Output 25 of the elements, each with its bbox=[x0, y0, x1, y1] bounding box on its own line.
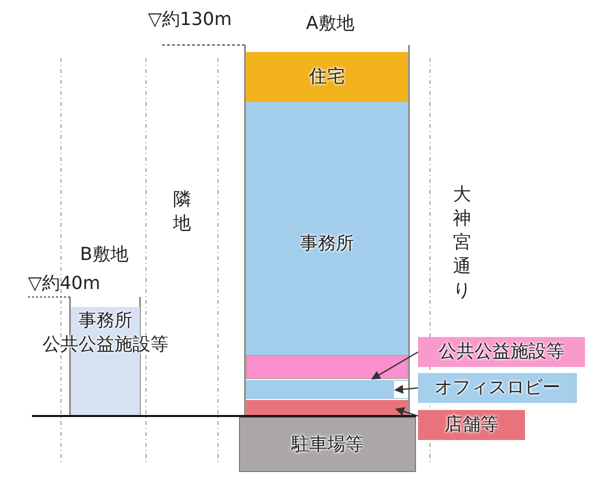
label-text: 公共公益施設等 bbox=[438, 341, 564, 363]
street-label: 大神宮通り bbox=[452, 183, 472, 303]
height-label: ▽約130m bbox=[148, 9, 232, 31]
label-text: 事務所 bbox=[300, 233, 354, 255]
label-text: 店舗等 bbox=[444, 414, 498, 436]
site-label: A敷地 bbox=[306, 13, 354, 35]
height-label: ▽約40m bbox=[28, 273, 100, 295]
label-text: オフィスロビー bbox=[434, 377, 560, 399]
residential-band bbox=[246, 52, 408, 102]
callout-box bbox=[418, 373, 577, 403]
shop-band bbox=[246, 400, 408, 415]
callout-box bbox=[418, 337, 585, 367]
arrow bbox=[394, 384, 418, 394]
arrow bbox=[371, 351, 418, 380]
facility-band bbox=[246, 355, 408, 379]
site-label: B敷地 bbox=[80, 244, 128, 266]
lobby-band bbox=[246, 380, 408, 399]
label-text: 事務所 bbox=[78, 309, 132, 333]
label-text: 駐車場等 bbox=[292, 434, 364, 456]
callout-box bbox=[418, 410, 525, 440]
parking-box bbox=[239, 417, 416, 472]
office-band bbox=[246, 102, 408, 355]
label-text: 住宅 bbox=[309, 66, 345, 88]
site-label: 隣地 bbox=[172, 188, 192, 236]
arrow bbox=[395, 407, 418, 417]
